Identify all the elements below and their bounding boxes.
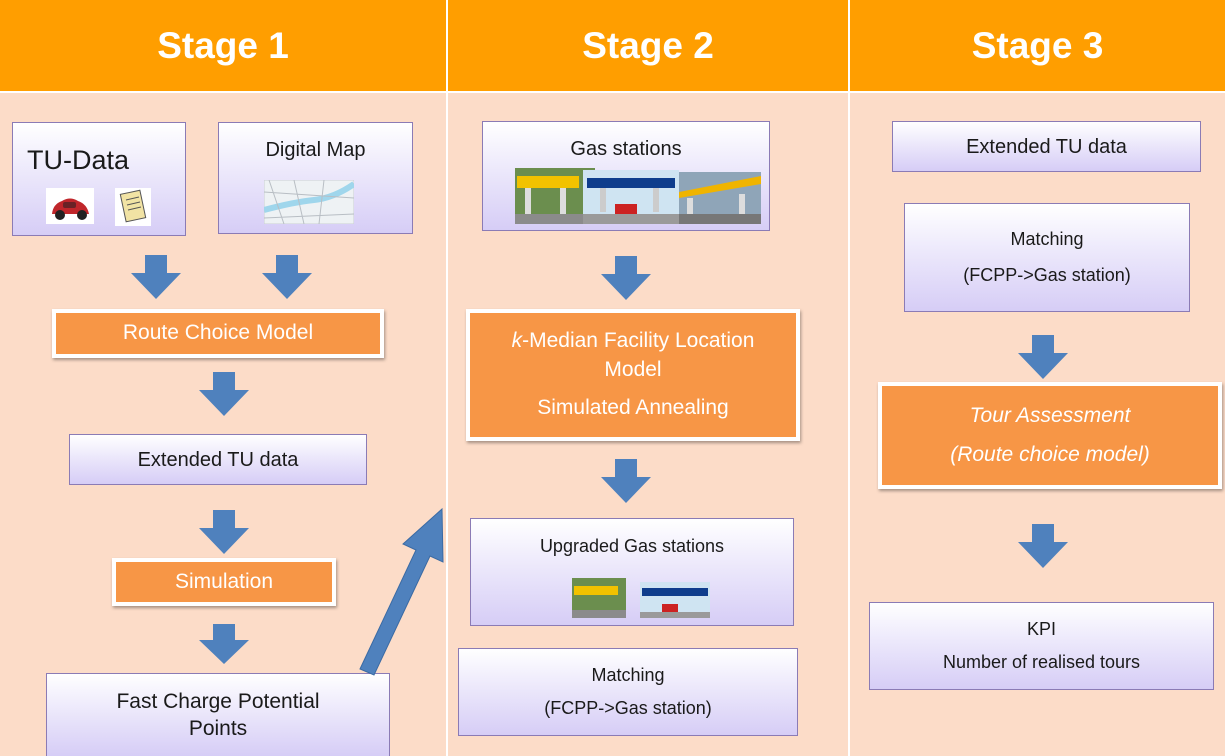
map-icon bbox=[264, 180, 354, 224]
extended-tu-data-box: Extended TU data bbox=[69, 434, 367, 485]
k-median-title: k-Median Facility Location bbox=[511, 329, 755, 353]
gas-stations-label: Gas stations bbox=[570, 138, 682, 160]
arrow-down bbox=[262, 255, 312, 299]
tu-data-label: TU-Data bbox=[27, 145, 130, 175]
extended-tu-data-label: Extended TU data bbox=[966, 135, 1127, 158]
stage-2-header: Stage 2 bbox=[448, 0, 848, 91]
digital-map-label: Digital Map bbox=[265, 139, 366, 161]
header-separator bbox=[0, 91, 1225, 93]
extended-tu-data-label: Extended TU data bbox=[137, 448, 299, 471]
simulation-label: Simulation bbox=[174, 569, 274, 593]
kpi-box: KPI Number of realised tours bbox=[869, 602, 1214, 690]
fcpp-line-1: Fast Charge Potential bbox=[116, 689, 320, 713]
arrow-down bbox=[199, 372, 249, 416]
extended-tu-data-box-stage-3: Extended TU data bbox=[892, 121, 1201, 172]
route-choice-label: (Route choice model) bbox=[950, 442, 1150, 466]
tour-assessment-box: Tour Assessment (Route choice model) bbox=[878, 382, 1222, 489]
matching-label: Matching bbox=[591, 664, 665, 685]
tu-data-box: TU-Data bbox=[12, 122, 186, 236]
upgraded-gas-stations-box: Upgraded Gas stations bbox=[470, 518, 794, 626]
arrow-down bbox=[1018, 335, 1068, 379]
matching-box-stage-2: Matching (FCPP->Gas station) bbox=[458, 648, 798, 736]
arrow-down bbox=[601, 459, 651, 503]
route-choice-model-label: Route Choice Model bbox=[122, 321, 314, 345]
arrow-to-stage-2 bbox=[359, 507, 444, 676]
tour-assessment-label: Tour Assessment bbox=[969, 404, 1131, 428]
arrow-down bbox=[199, 624, 249, 664]
stage-1-header: Stage 1 bbox=[0, 0, 446, 91]
model-label: Model bbox=[604, 357, 662, 381]
arrow-down bbox=[131, 255, 181, 299]
matching-detail-label: (FCPP->Gas station) bbox=[544, 698, 712, 718]
route-choice-model-box: Route Choice Model bbox=[52, 309, 384, 358]
gas-station-photos bbox=[515, 168, 761, 224]
realised-tours-label: Number of realised tours bbox=[942, 652, 1141, 672]
car-icon bbox=[46, 188, 94, 224]
fcpp-line-2: Points bbox=[188, 717, 248, 740]
simulated-annealing-label: Simulated Annealing bbox=[537, 396, 729, 420]
document-icon bbox=[115, 188, 151, 226]
kpi-label: KPI bbox=[1026, 618, 1056, 639]
matching-box-stage-3: Matching (FCPP->Gas station) bbox=[904, 203, 1190, 312]
arrow-down bbox=[1018, 524, 1068, 568]
matching-label: Matching bbox=[1010, 229, 1084, 250]
stage-divider-2 bbox=[848, 0, 850, 756]
stage-3-header: Stage 3 bbox=[850, 0, 1225, 91]
matching-detail-label: (FCPP->Gas station) bbox=[963, 264, 1131, 285]
upgraded-gas-stations-label: Upgraded Gas stations bbox=[539, 536, 725, 556]
k-median-facility-location-box: k-Median Facility Location Model Simulat… bbox=[466, 309, 800, 441]
fast-charge-potential-points-box: Fast Charge Potential Points bbox=[46, 673, 390, 756]
stage-divider-1 bbox=[446, 0, 448, 756]
upgraded-station-photos bbox=[572, 578, 710, 618]
arrow-down bbox=[601, 256, 651, 300]
digital-map-box: Digital Map bbox=[218, 122, 413, 234]
simulation-box: Simulation bbox=[112, 558, 336, 606]
arrow-down bbox=[199, 510, 249, 554]
